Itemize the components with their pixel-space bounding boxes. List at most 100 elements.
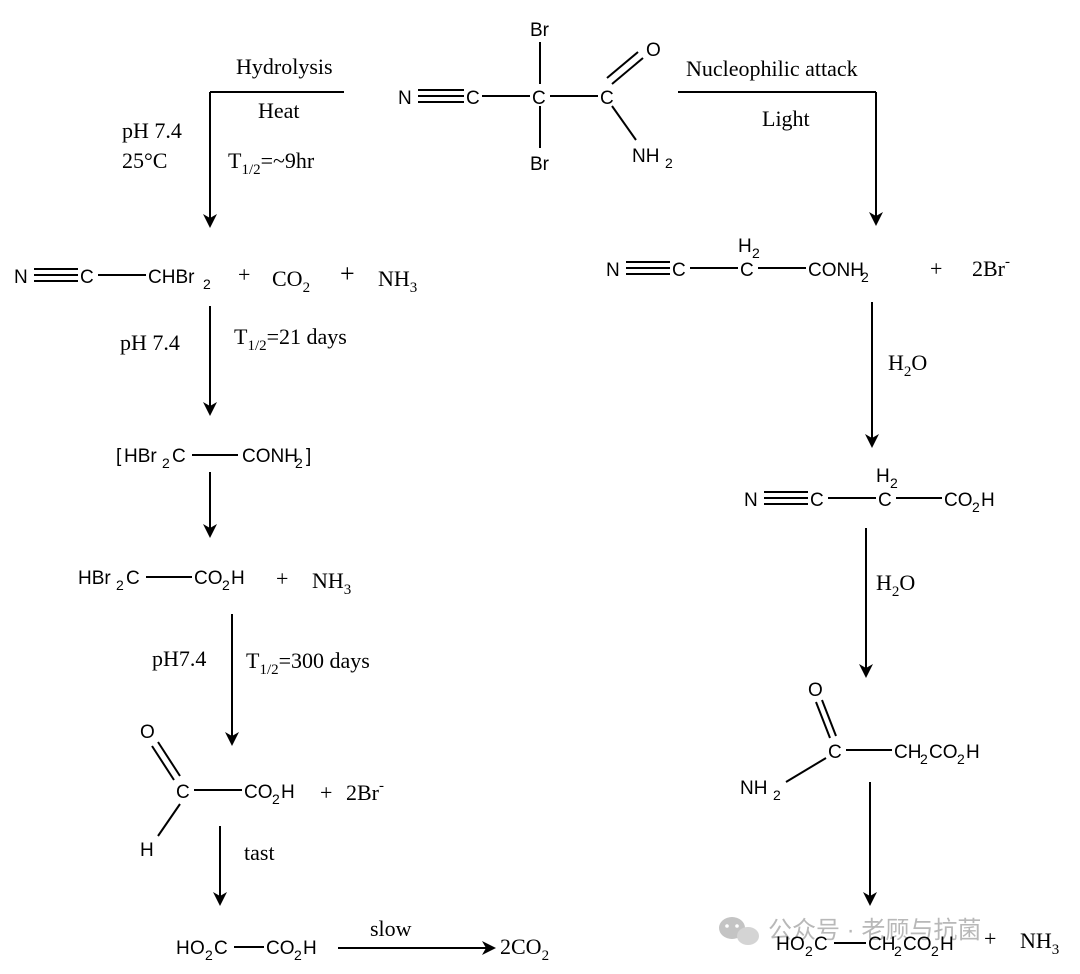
dibromoacetonitrile: N C CHBr 2 <box>14 267 211 292</box>
svg-text:H: H <box>231 568 245 589</box>
dibromoacetamide: [ HBr 2 C CONH 2 ] <box>116 446 311 471</box>
svg-text:CH: CH <box>894 742 921 763</box>
watermark-text: 公众号 · 老顾与抗菌 <box>768 917 981 944</box>
svg-text:2: 2 <box>752 245 760 261</box>
svg-text:2: 2 <box>205 947 213 963</box>
atom-c: C <box>532 88 546 109</box>
dbnpa-molecule: N C C Br Br C O NH 2 <box>398 20 673 175</box>
svg-text:pH7.4: pH7.4 <box>152 646 206 671</box>
svg-text:+: + <box>238 262 250 287</box>
svg-text:CH: CH <box>868 934 895 955</box>
atom-br: Br <box>530 20 550 41</box>
svg-text:HBr: HBr <box>124 446 157 467</box>
bromide-product: 2Br- <box>346 778 384 805</box>
svg-text:CO: CO <box>266 938 295 959</box>
nh3-product: NH3 <box>378 266 417 296</box>
svg-text:pH 7.4: pH 7.4 <box>120 330 180 355</box>
cyanoacetamide: N C C H 2 CONH 2 <box>606 236 869 285</box>
label-nucleophilic: Nucleophilic attack <box>686 56 858 81</box>
svg-text:2: 2 <box>861 269 869 285</box>
svg-text:2: 2 <box>972 499 980 515</box>
svg-text:H: H <box>176 938 190 959</box>
atom-br: Br <box>530 154 550 175</box>
svg-text:[: [ <box>116 446 122 467</box>
svg-text:2: 2 <box>890 475 898 491</box>
label-heat: Heat <box>258 98 300 123</box>
label-temp: 25°C <box>122 148 167 173</box>
svg-text:+: + <box>320 780 332 805</box>
svg-text:CO: CO <box>944 490 973 511</box>
malonic-acid: H O 2 C CH 2 CO 2 H <box>776 934 954 959</box>
svg-text:2: 2 <box>665 155 673 171</box>
svg-text:N: N <box>744 490 758 511</box>
svg-text:H: H <box>940 934 954 955</box>
svg-text:]: ] <box>306 446 311 467</box>
svg-text:H: H <box>738 236 752 257</box>
svg-text:CONH: CONH <box>808 260 864 281</box>
svg-text:2: 2 <box>222 577 230 593</box>
watermark: 公众号 · 老顾与抗菌 <box>719 917 981 945</box>
svg-text:H: H <box>281 782 295 803</box>
svg-text:HBr: HBr <box>78 568 111 589</box>
svg-text:2: 2 <box>203 276 211 292</box>
svg-text:O: O <box>140 722 155 743</box>
svg-text:H: H <box>981 490 995 511</box>
bromide-right: 2Br- <box>972 254 1010 281</box>
svg-text:O: O <box>790 934 805 955</box>
svg-text:CO: CO <box>903 934 932 955</box>
svg-text:H: H <box>140 840 154 861</box>
atom-c: C <box>600 88 614 109</box>
malonamic-acid: O C NH 2 CH 2 CO 2 H <box>740 680 980 803</box>
label-slow: slow <box>370 916 412 941</box>
svg-text:2: 2 <box>773 787 781 803</box>
atom-o: O <box>646 40 661 61</box>
svg-text:C: C <box>80 267 94 288</box>
glyoxylic-acid: O C H CO 2 H <box>140 722 295 861</box>
label-half-life-3: T1/2=300 days <box>246 648 370 678</box>
svg-text:C: C <box>828 742 842 763</box>
svg-text:2: 2 <box>295 455 303 471</box>
svg-text:+: + <box>984 926 996 951</box>
svg-text:2: 2 <box>931 943 939 959</box>
svg-text:CO: CO <box>929 742 958 763</box>
svg-text:C: C <box>878 490 892 511</box>
svg-text:2: 2 <box>294 947 302 963</box>
atom-c: C <box>466 88 480 109</box>
svg-text:H: H <box>776 934 790 955</box>
svg-text:C: C <box>814 934 828 955</box>
svg-text:+: + <box>276 566 288 591</box>
atom-nh: NH <box>632 146 659 167</box>
oxalic-acid: H O 2 C CO 2 H <box>176 938 317 963</box>
svg-text:C: C <box>740 260 754 281</box>
label-half-life-1: T1/2=~9hr <box>228 148 315 178</box>
svg-text:C: C <box>810 490 824 511</box>
wechat-icon <box>719 917 759 945</box>
nh3-product-2: NH3 <box>312 568 351 598</box>
label-light: Light <box>762 106 810 131</box>
atom-n: N <box>398 88 412 109</box>
svg-text:CO: CO <box>194 568 223 589</box>
svg-text:2: 2 <box>957 751 965 767</box>
svg-text:+: + <box>930 256 942 281</box>
svg-text:H: H <box>876 466 890 487</box>
svg-text:C: C <box>214 938 228 959</box>
svg-text:C: C <box>126 568 140 589</box>
nh3-final: NH3 <box>1020 928 1059 958</box>
label-half-life-2: T1/2=21 days <box>234 324 347 354</box>
label-ph: pH 7.4 <box>122 118 182 143</box>
svg-text:N: N <box>606 260 620 281</box>
svg-text:2: 2 <box>805 943 813 959</box>
svg-text:2: 2 <box>920 751 928 767</box>
svg-text:CO: CO <box>244 782 273 803</box>
label-h2o-2: H2O <box>876 570 915 600</box>
svg-text:C: C <box>172 446 186 467</box>
svg-text:C: C <box>176 782 190 803</box>
svg-text:2: 2 <box>272 791 280 807</box>
dibromoacetic-acid: HBr 2 C CO 2 H <box>78 568 245 593</box>
label-h2o-1: H2O <box>888 350 927 380</box>
label-tast: tast <box>244 840 275 865</box>
svg-text:C: C <box>672 260 686 281</box>
svg-text:CONH: CONH <box>242 446 298 467</box>
svg-text:H: H <box>303 938 317 959</box>
svg-text:2: 2 <box>894 943 902 959</box>
